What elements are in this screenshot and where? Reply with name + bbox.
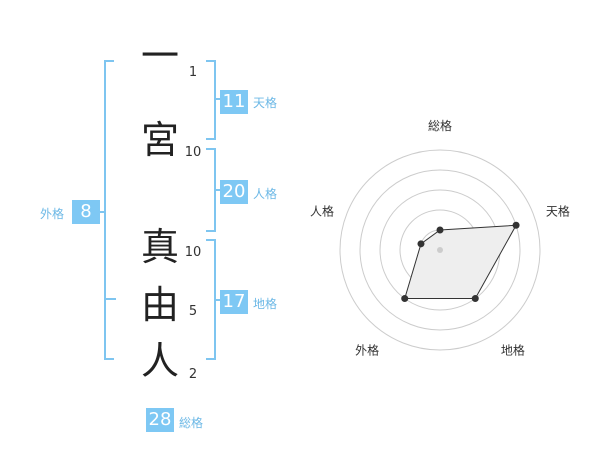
chikaku-bracket-tick xyxy=(216,299,222,301)
tenkaku-label: 天格 xyxy=(253,96,278,110)
chikaku-bracket xyxy=(206,239,216,360)
radar-point-1 xyxy=(436,226,444,234)
jinkaku-value-badge: 20 xyxy=(220,180,248,204)
radar-center-point xyxy=(437,247,443,253)
gaikaku-bracket-split xyxy=(106,298,116,300)
chikaku-value-badge: 17 xyxy=(220,290,248,314)
gaikaku-label: 外格 xyxy=(40,207,65,221)
radar-axis-label-1: 総格 xyxy=(428,118,452,133)
radar-point-4 xyxy=(401,295,409,303)
jinkaku-label: 人格 xyxy=(253,187,278,201)
name-character-3: 真 xyxy=(140,225,179,269)
jinkaku-bracket xyxy=(206,148,216,232)
tenkaku-value-badge: 11 xyxy=(220,90,248,114)
stroke-count-1: 1 xyxy=(188,65,198,80)
name-character-2: 宮 xyxy=(140,118,179,162)
tenkaku-bracket-tick xyxy=(216,98,222,100)
radar-axis-label-3: 地格 xyxy=(501,342,525,357)
chikaku-label: 地格 xyxy=(253,297,278,311)
jinkaku-bracket-tick xyxy=(216,189,222,191)
name-character-1: 一 xyxy=(140,34,179,78)
stroke-count-5: 2 xyxy=(188,367,198,382)
radar-grid-ring xyxy=(339,149,541,351)
soukaku-label: 総格 xyxy=(179,416,204,430)
radar-data-area xyxy=(404,224,517,300)
gaikaku-bracket xyxy=(104,60,114,360)
radar-axis-label-2: 天格 xyxy=(546,204,570,219)
soukaku-value-badge: 28 xyxy=(146,408,174,432)
stroke-count-4: 5 xyxy=(188,304,198,319)
radar-point-2 xyxy=(512,221,520,229)
stroke-count-2: 10 xyxy=(184,145,202,160)
tenkaku-bracket xyxy=(206,60,216,140)
radar-point-5 xyxy=(417,240,425,248)
radar-grid-ring xyxy=(359,169,521,331)
name-character-5: 人 xyxy=(140,339,179,383)
gaikaku-value-badge: 8 xyxy=(72,200,100,224)
radar-axis-label-5: 人格 xyxy=(310,204,334,219)
radar-axis-label-4: 外格 xyxy=(355,342,379,357)
radar-point-3 xyxy=(471,295,479,303)
stroke-count-3: 10 xyxy=(184,245,202,260)
name-character-4: 由 xyxy=(140,283,179,327)
gaikaku-bracket-tick xyxy=(95,211,105,213)
